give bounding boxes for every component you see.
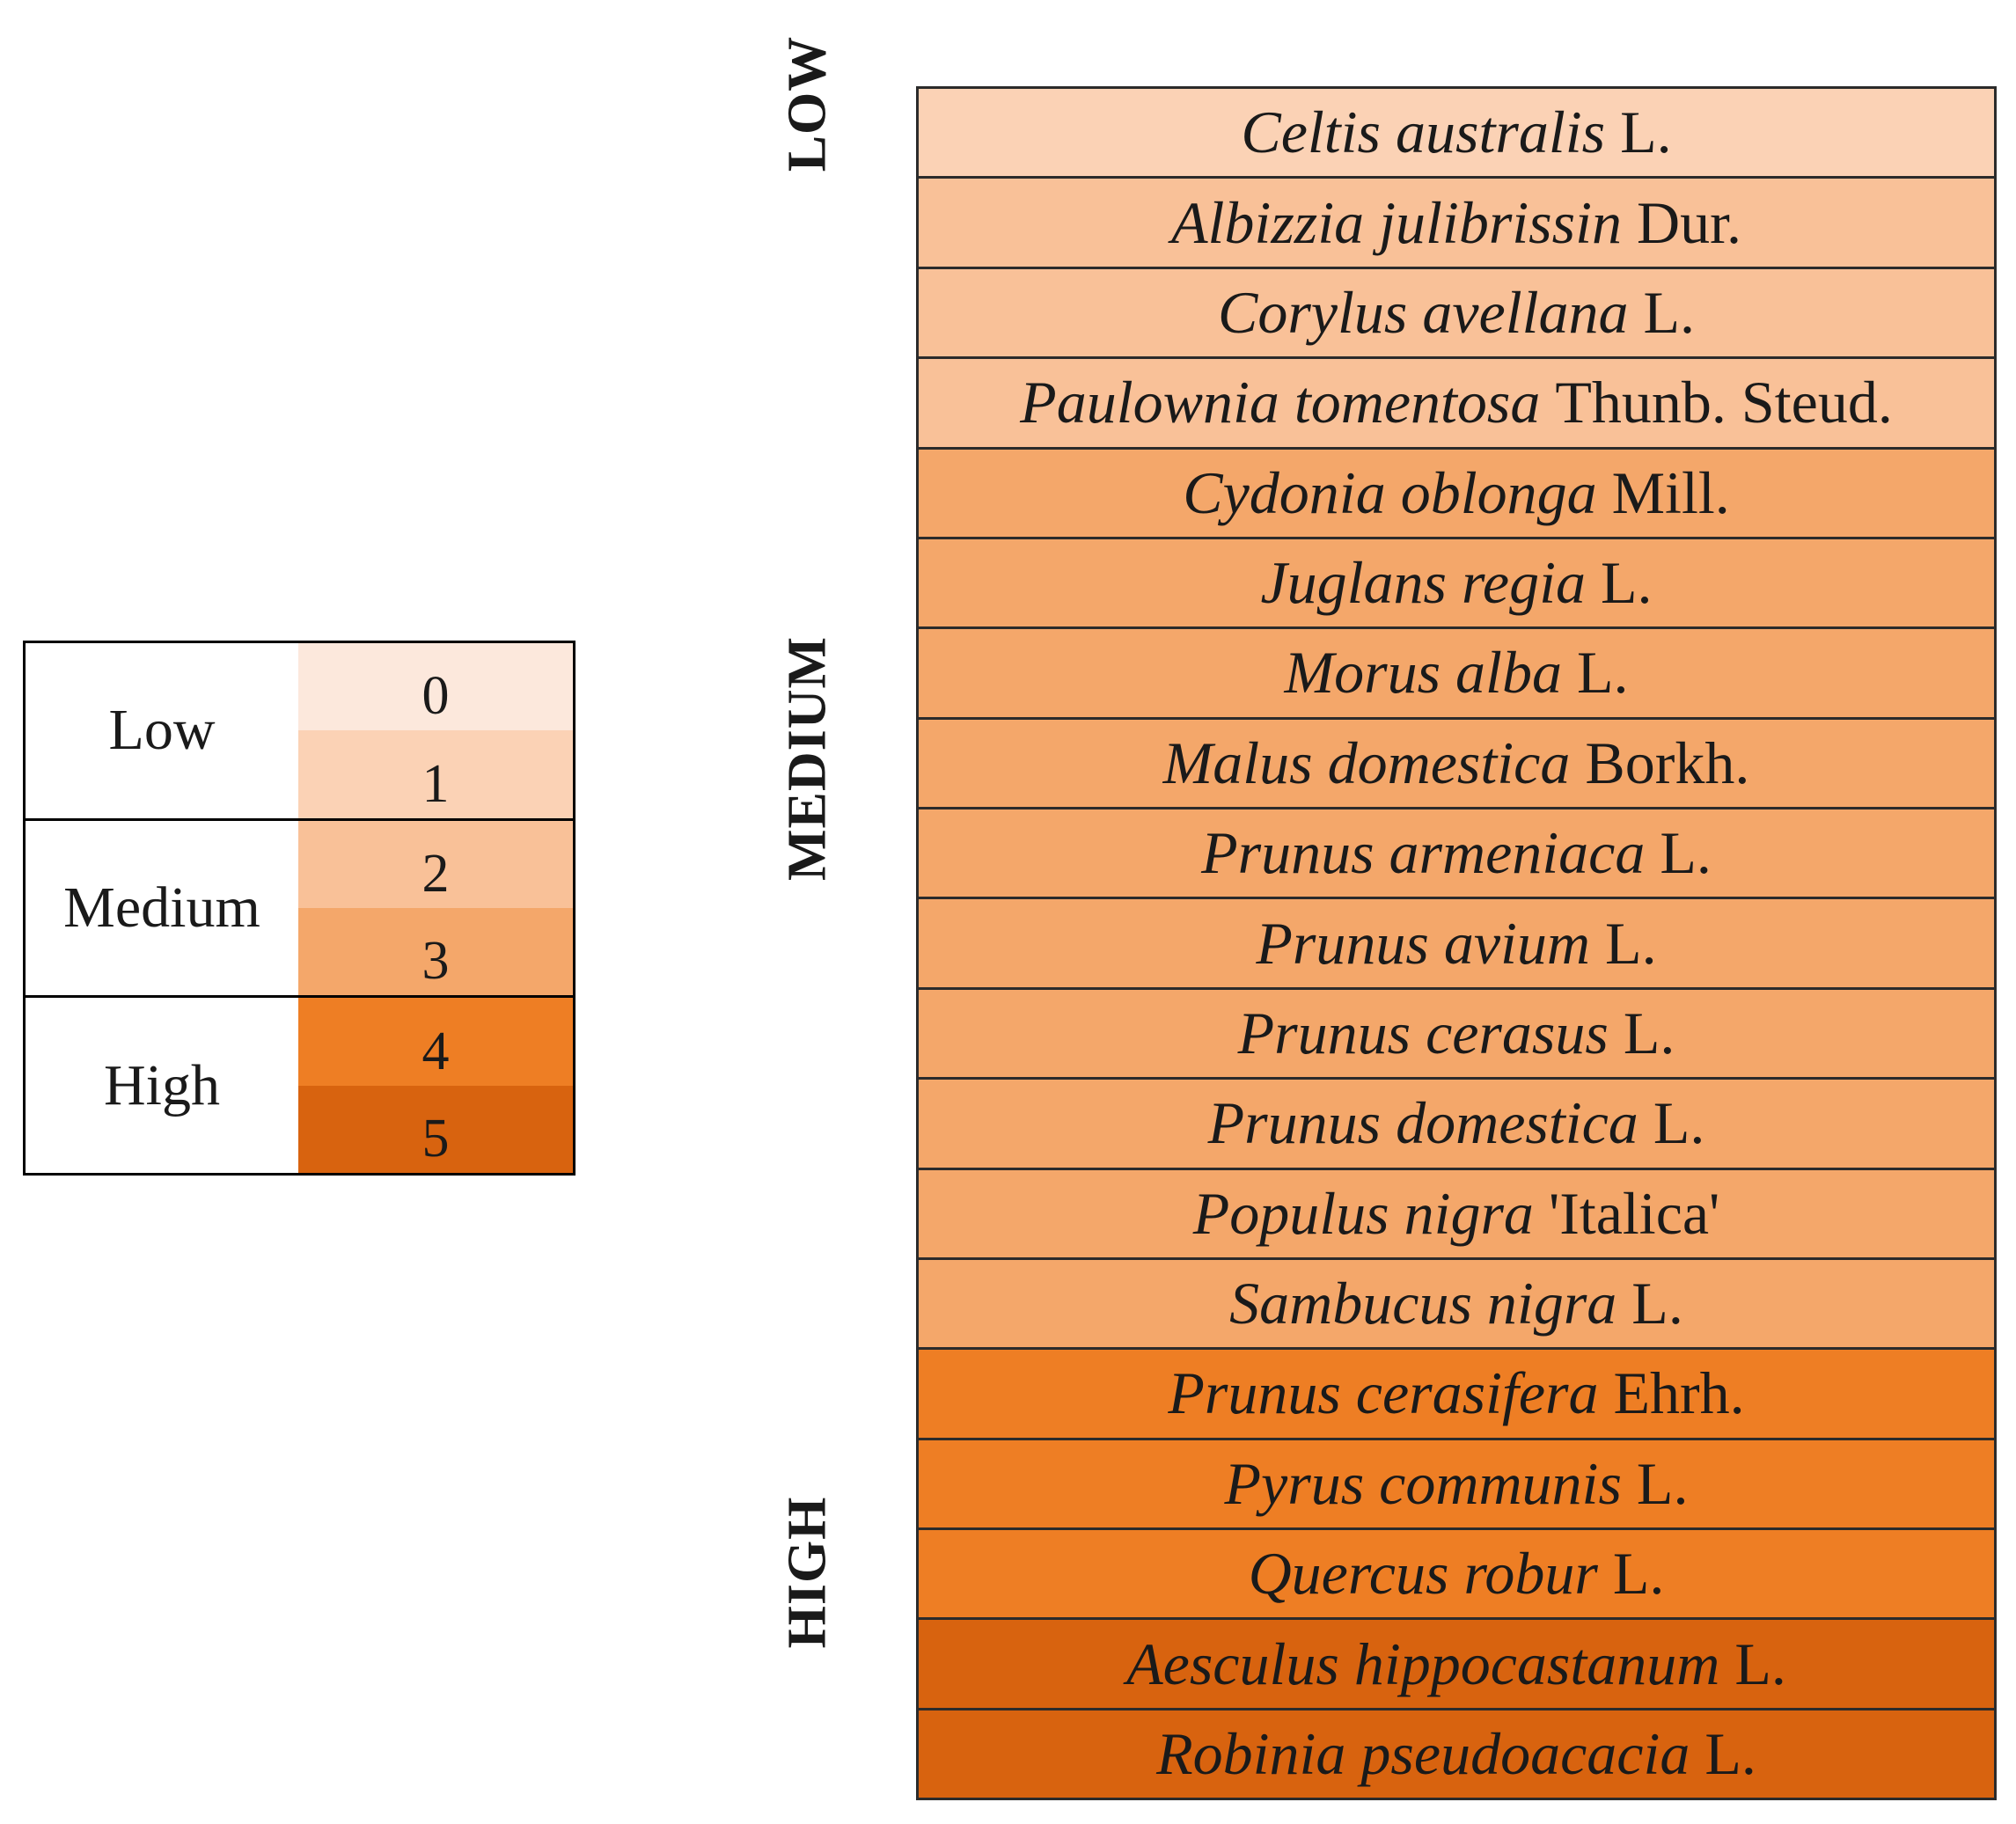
species-row: Prunus armeniaca L.: [919, 809, 1994, 900]
species-name: Aesculus hippocastanum: [1126, 1630, 1720, 1697]
species-author: 'Italica': [1533, 1179, 1720, 1247]
species-author: L.: [1621, 1449, 1689, 1517]
species-name: Juglans regia: [1260, 549, 1586, 617]
species-row: Prunus cerasus L.: [919, 989, 1994, 1080]
legend-group-low: Low: [26, 643, 298, 821]
species-name: Sambucus nigra: [1229, 1270, 1617, 1337]
species-row: Albizzia julibrissin Dur.: [919, 179, 1994, 269]
legend-swatch-3: 3: [298, 907, 573, 999]
species-author: L.: [1616, 1270, 1683, 1337]
species-name: Prunus cerasus: [1237, 999, 1609, 1066]
species-row: Robinia pseudoacacia L.: [919, 1710, 1994, 1798]
species-row: Sambucus nigra L.: [919, 1259, 1994, 1351]
species-name: Robinia pseudoacacia: [1156, 1719, 1690, 1787]
species-name: Malus domestica: [1162, 729, 1571, 796]
species-row: Corylus avellana L.: [919, 268, 1994, 360]
species-author: L.: [1638, 1089, 1705, 1157]
legend-group-labels: Low Medium High: [26, 643, 298, 1174]
species-author: L.: [1590, 909, 1657, 977]
species-name: Celtis australis: [1241, 99, 1606, 166]
species-name: Prunus cerasifera: [1168, 1359, 1599, 1427]
group-label-high: HIGH: [777, 1496, 838, 1649]
species-name: Corylus avellana: [1217, 278, 1629, 346]
legend-swatch-5: 5: [298, 1085, 573, 1173]
species-author: Dur.: [1622, 188, 1741, 256]
legend: Low Medium High 0 1 2 3 4 5: [23, 641, 575, 1176]
species-author: L.: [1690, 1719, 1756, 1787]
species-author: L.: [1561, 639, 1629, 707]
species-name: Prunus avium: [1256, 909, 1591, 977]
species-row: Prunus domestica L.: [919, 1080, 1994, 1170]
species-row: Celtis australis L.: [919, 89, 1994, 179]
species-name: Quercus robur: [1248, 1540, 1598, 1608]
species-author: L.: [1645, 819, 1712, 887]
species-row: Morus alba L.: [919, 629, 1994, 720]
species-row: Cydonia oblonga Mill.: [919, 449, 1994, 539]
species-row: Quercus robur L.: [919, 1530, 1994, 1621]
species-row: Juglans regia L.: [919, 538, 1994, 630]
species-row: Pyrus communis L.: [919, 1439, 1994, 1530]
legend-group-high: High: [26, 998, 298, 1174]
species-author: L.: [1586, 549, 1653, 617]
legend-swatch-0: 0: [298, 643, 573, 731]
species-row: Malus domestica Borkh.: [919, 719, 1994, 809]
species-name: Cydonia oblonga: [1183, 458, 1597, 526]
species-author: Borkh.: [1570, 729, 1750, 796]
legend-swatches: 0 1 2 3 4 5: [298, 643, 573, 1173]
group-label-medium: MEDIUM: [777, 635, 838, 882]
species-row: Paulownia tomentosa Thunb. Steud.: [919, 359, 1994, 450]
species-author: L.: [1597, 1540, 1665, 1608]
species-author: L.: [1605, 99, 1672, 166]
species-name: Pyrus communis: [1224, 1449, 1622, 1517]
species-name: Prunus domestica: [1207, 1089, 1638, 1157]
legend-swatch-4: 4: [298, 998, 573, 1086]
species-row: Prunus avium L.: [919, 899, 1994, 990]
species-author: L.: [1719, 1630, 1786, 1697]
species-name: Prunus armeniaca: [1201, 819, 1646, 887]
species-author: Ehrh.: [1598, 1359, 1745, 1427]
species-name: Albizzia julibrissin: [1171, 188, 1622, 256]
species-author: L.: [1608, 999, 1675, 1066]
species-row: Populus nigra 'Italica': [919, 1169, 1994, 1260]
species-name: Paulownia tomentosa: [1020, 369, 1541, 436]
legend-swatch-2: 2: [298, 820, 573, 908]
species-author: L.: [1628, 278, 1696, 346]
species-author: Thunb. Steud.: [1540, 369, 1893, 436]
group-label-low: LOW: [777, 35, 838, 172]
species-author: Mill.: [1596, 458, 1730, 526]
species-row: Aesculus hippocastanum L.: [919, 1620, 1994, 1710]
legend-swatch-1: 1: [298, 730, 573, 821]
species-name: Morus alba: [1284, 639, 1562, 707]
species-table: Celtis australis L.Albizzia julibrissin …: [916, 86, 1997, 1800]
species-name: Populus nigra: [1192, 1179, 1534, 1247]
legend-group-medium: Medium: [26, 820, 298, 999]
species-row: Prunus cerasifera Ehrh.: [919, 1350, 1994, 1440]
